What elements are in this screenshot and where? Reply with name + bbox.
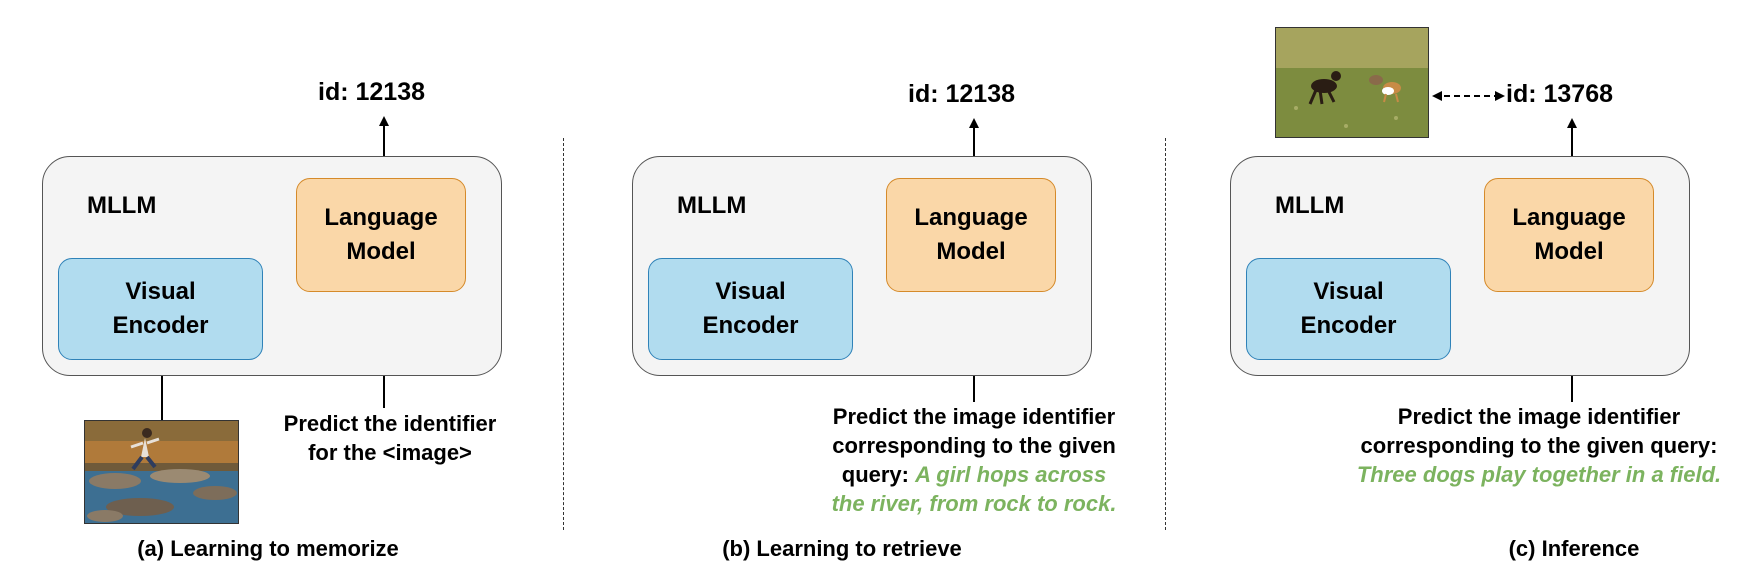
query-prefix: query: bbox=[841, 462, 916, 487]
prompt-line-1: Predict the image identifier bbox=[1397, 404, 1681, 429]
visual-encoder-block: Visual Encoder bbox=[58, 258, 263, 360]
mllm-label: MLLM bbox=[87, 192, 157, 219]
divider-right bbox=[1165, 138, 1166, 530]
language-model-block: Language Model bbox=[296, 178, 466, 292]
divider-left bbox=[563, 138, 564, 530]
dogs-field-photo-icon bbox=[1276, 28, 1428, 137]
prompt-text: Predict the image identifier correspondi… bbox=[1334, 402, 1744, 489]
visual-encoder-block: Visual Encoder bbox=[1246, 258, 1451, 360]
girl-river-photo-icon bbox=[85, 421, 238, 523]
panel-learning-to-retrieve: id: 12138 MLLM Language Model Visual Enc… bbox=[590, 0, 1173, 568]
query-text-2: the river, from rock to rock. bbox=[831, 491, 1117, 516]
prompt-line-2: for the <image> bbox=[308, 440, 472, 465]
prompt-line-1: Predict the identifier bbox=[283, 411, 497, 436]
caption-c: (c) Inference bbox=[1508, 536, 1640, 561]
mllm-label: MLLM bbox=[677, 192, 747, 219]
prompt-line-2: corresponding to the given bbox=[832, 433, 1116, 458]
id-label: id: 12138 bbox=[318, 78, 426, 106]
query-text-1: A girl hops across bbox=[915, 462, 1107, 487]
prompt-text: Predict the identifier for the <image> bbox=[240, 409, 540, 467]
visual-encoder-label: Visual Encoder bbox=[702, 278, 799, 339]
language-model-block: Language Model bbox=[886, 178, 1056, 292]
visual-encoder-label: Visual Encoder bbox=[1300, 278, 1397, 339]
caption-b: (b) Learning to retrieve bbox=[722, 536, 962, 561]
visual-encoder-label: Visual Encoder bbox=[112, 278, 209, 339]
language-model-label: Language Model bbox=[1512, 204, 1626, 265]
retrieved-image-dogs bbox=[1275, 27, 1429, 138]
panel-learning-to-memorize: id: 12138 MLLM Language Model Visual Enc… bbox=[0, 0, 583, 568]
panel-inference: id: 13768 MLLM Language Model Visual Enc… bbox=[1188, 0, 1750, 568]
caption-a: (a) Learning to memorize bbox=[137, 536, 399, 561]
query-text-1: Three dogs play together in a field. bbox=[1356, 462, 1722, 487]
language-model-label: Language Model bbox=[914, 204, 1028, 265]
id-label: id: 12138 bbox=[908, 80, 1016, 108]
prompt-line-2: corresponding to the given query: bbox=[1360, 433, 1718, 458]
prompt-line-3: query: A girl hops across bbox=[774, 460, 1174, 489]
language-model-label: Language Model bbox=[324, 204, 438, 265]
visual-encoder-block: Visual Encoder bbox=[648, 258, 853, 360]
input-image-girl-river bbox=[84, 420, 239, 524]
id-label: id: 13768 bbox=[1506, 80, 1614, 108]
prompt-text: Predict the image identifier correspondi… bbox=[774, 402, 1174, 518]
prompt-line-1: Predict the image identifier bbox=[832, 404, 1116, 429]
language-model-block: Language Model bbox=[1484, 178, 1654, 292]
mllm-label: MLLM bbox=[1275, 192, 1345, 219]
